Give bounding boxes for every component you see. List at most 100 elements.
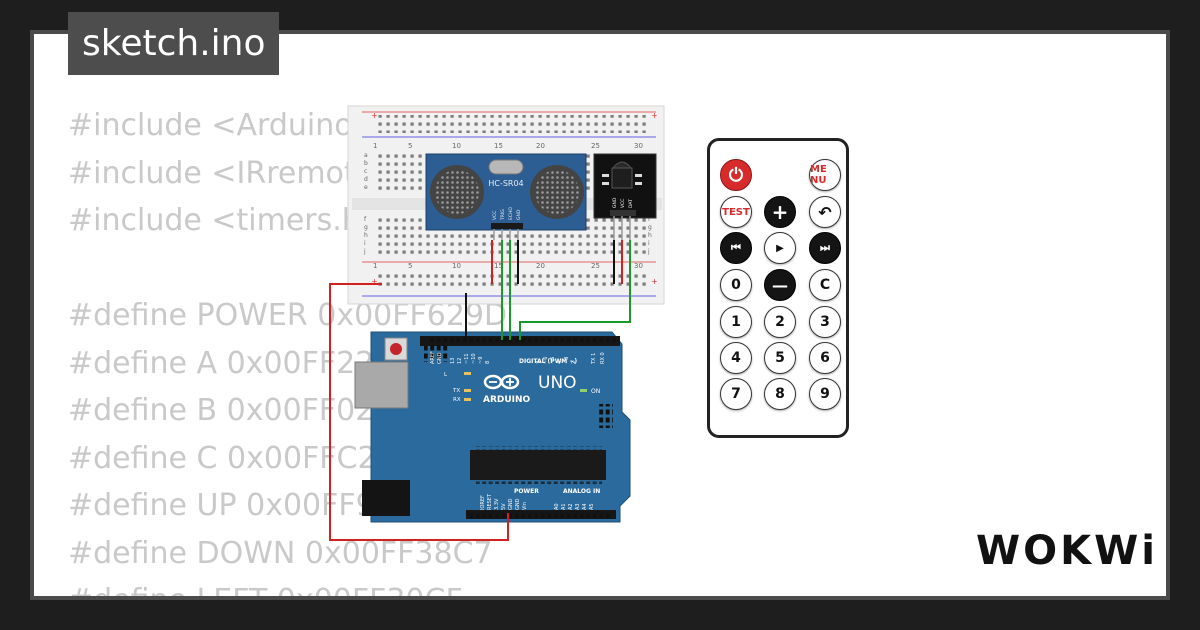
svg-text:~6: ~6 [543, 357, 549, 364]
svg-text:~11: ~11 [464, 353, 470, 364]
power-button[interactable]: ⏻ [720, 159, 752, 191]
svg-text:g: g [648, 224, 652, 231]
svg-text:TRIG: TRIG [500, 209, 506, 221]
svg-text:RX 0: RX 0 [600, 352, 606, 364]
svg-text:30: 30 [634, 262, 643, 270]
svg-text:A5: A5 [589, 503, 595, 510]
wokwi-logo: WOKWi [976, 528, 1158, 574]
svg-text:ECHO: ECHO [508, 207, 514, 220]
svg-text:d: d [364, 176, 368, 183]
svg-text:+: + [651, 111, 658, 120]
svg-text:VCC: VCC [620, 199, 626, 208]
ir-pin-labels: GND VCC DAT [612, 197, 634, 208]
svg-text:30: 30 [634, 142, 643, 150]
power-jack [362, 480, 410, 516]
breadboard-col-labels-bottom: 1 5 10 15 20 25 30 [373, 262, 643, 270]
svg-text:+: + [651, 277, 658, 286]
code-line: #define LEFT 0x00FF30CF [68, 577, 507, 596]
breadboard-col-labels-top: 1 5 10 15 20 25 30 [373, 142, 643, 150]
arduino-uno[interactable]: AREF GND 13 12 ~11 ~10 ~9 8 7 ~6 ~5 4 ~3… [354, 331, 631, 523]
usb-port [354, 361, 409, 409]
svg-text:1: 1 [373, 142, 377, 150]
key-8[interactable]: 8 [764, 378, 796, 410]
on-label: ON [591, 388, 600, 395]
back-button[interactable]: ↶ [809, 196, 841, 228]
svg-text:g: g [364, 224, 368, 231]
svg-text:8: 8 [485, 361, 491, 364]
code-line: #define DOWN 0x00FF38C7 [68, 535, 493, 571]
prev-button[interactable]: ⏮ [720, 232, 752, 264]
svg-text:20: 20 [536, 262, 545, 270]
svg-text:RESET: RESET [487, 493, 493, 510]
svg-text:b: b [364, 160, 368, 167]
key-0[interactable]: 0 [720, 269, 752, 301]
brand-label: ARDUINO [483, 395, 531, 405]
svg-text:a: a [364, 152, 368, 159]
play-icon: ▶ [776, 242, 784, 254]
svg-text:~5: ~5 [550, 357, 556, 364]
menu-button[interactable]: ME NU [809, 159, 841, 191]
svg-text:h: h [648, 232, 652, 239]
rewind-icon: ⏮ [731, 241, 741, 254]
svg-text:13: 13 [450, 358, 456, 364]
svg-text:AREF: AREF [430, 351, 436, 364]
key-7[interactable]: 7 [720, 378, 752, 410]
svg-text:GND: GND [612, 197, 618, 208]
code-editor[interactable]: #include <Arduino.h> #include <IRremote.… [68, 102, 507, 596]
svg-text:DAT: DAT [628, 199, 634, 208]
svg-text:12: 12 [457, 358, 463, 364]
svg-text:20: 20 [536, 142, 545, 150]
svg-text:15: 15 [494, 262, 503, 270]
svg-text:e: e [364, 184, 368, 191]
key-4[interactable]: 4 [720, 342, 752, 374]
key-3[interactable]: 3 [809, 306, 841, 338]
sensor-pin-labels: VCC TRIG ECHO GND [492, 207, 522, 221]
test-button[interactable]: TEST [720, 196, 752, 228]
play-button[interactable]: ▶ [764, 232, 796, 264]
svg-text:IOREF: IOREF [480, 495, 486, 510]
key-9[interactable]: 9 [809, 378, 841, 410]
analog-label: ANALOG IN [563, 488, 600, 495]
svg-text:f: f [648, 216, 651, 223]
svg-text:15: 15 [494, 142, 503, 150]
key-5[interactable]: 5 [764, 342, 796, 374]
key-c[interactable]: C [809, 269, 841, 301]
svg-text:TX 1: TX 1 [591, 353, 597, 365]
svg-text:+: + [371, 111, 378, 120]
svg-text:j: j [363, 248, 366, 255]
svg-text:5: 5 [408, 262, 412, 270]
svg-text:A0: A0 [554, 503, 560, 510]
svg-text:4: 4 [557, 361, 563, 364]
svg-text:5: 5 [408, 142, 412, 150]
svg-text:25: 25 [591, 262, 600, 270]
svg-text:GND: GND [516, 209, 522, 220]
svg-text:i: i [648, 240, 650, 247]
ultrasonic-sensor[interactable]: HC-SR04 VCC TRIG ECHO GND [425, 153, 587, 240]
back-arrow-icon: ↶ [818, 202, 832, 222]
power-pin-labels: IOREF RESET 3.3V 5V GND GND Vin A0 A1 A2… [480, 493, 595, 510]
key-6[interactable]: 6 [809, 342, 841, 374]
wires [329, 240, 631, 541]
next-button[interactable]: ⏭ [809, 232, 841, 264]
svg-text:h: h [364, 232, 368, 239]
svg-text:f: f [364, 216, 367, 223]
ir-remote[interactable]: ⏻ ME NU TEST + ↶ ⏮ ▶ ⏭ 0 — C 1 2 3 4 5 6… [707, 138, 849, 438]
file-tab[interactable]: sketch.ino [68, 12, 280, 75]
svg-text:A4: A4 [582, 503, 588, 510]
svg-text:10: 10 [452, 142, 461, 150]
svg-text:L: L [444, 372, 448, 378]
fast-forward-icon: ⏭ [820, 241, 830, 254]
minus-button[interactable]: — [764, 269, 796, 301]
plus-button[interactable]: + [764, 196, 796, 228]
code-line: #define POWER 0x00FF629D [68, 298, 508, 333]
svg-text:VCC: VCC [492, 211, 498, 220]
ir-receiver[interactable]: GND VCC DAT [593, 153, 657, 240]
svg-text:10: 10 [452, 262, 461, 270]
digital-label: DIGITAL (PWM ~) [519, 358, 577, 365]
svg-text:3.3V: 3.3V [494, 498, 500, 510]
key-1[interactable]: 1 [720, 306, 752, 338]
svg-text:GND: GND [515, 498, 521, 510]
key-2[interactable]: 2 [764, 306, 796, 338]
svg-text:Vin: Vin [522, 502, 528, 510]
